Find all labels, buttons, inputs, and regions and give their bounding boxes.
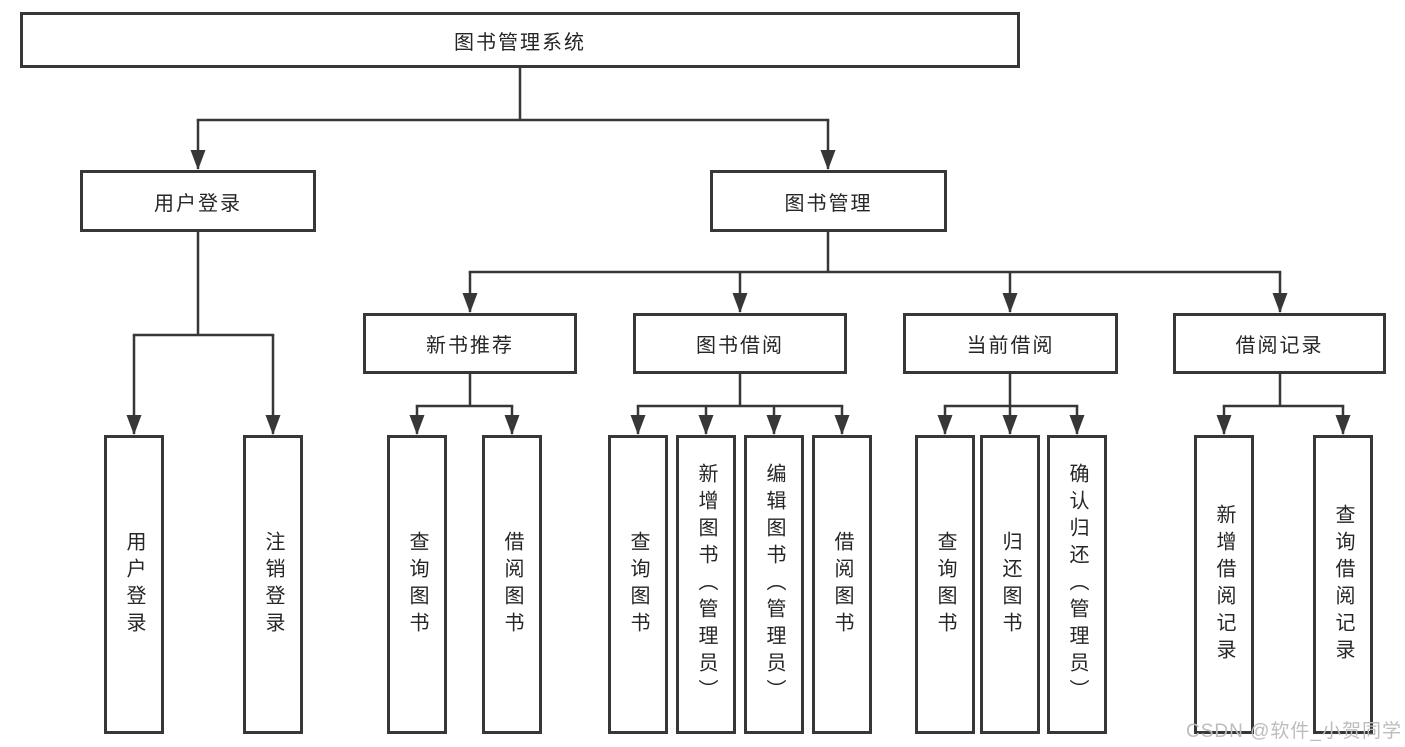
node-current-confirm-return: 确认归还（管理员） bbox=[1047, 435, 1107, 734]
node-label: 借阅记录 bbox=[1235, 335, 1324, 357]
node-borrow-edit-books: 编辑图书（管理员） bbox=[744, 435, 804, 734]
node-borrowing-records: 借阅记录 bbox=[1173, 313, 1386, 374]
node-label: 编辑图书（管理员） bbox=[763, 463, 785, 706]
node-book-management: 图书管理 bbox=[710, 170, 947, 232]
node-label: 借阅图书 bbox=[501, 530, 523, 639]
node-label: 查询借阅记录 bbox=[1332, 503, 1354, 666]
node-library-management-system: 图书管理系统 bbox=[20, 12, 1020, 68]
node-borrow-borrow-books: 借阅图书 bbox=[812, 435, 872, 734]
node-current-return-books: 归还图书 bbox=[980, 435, 1040, 734]
node-current-borrowing: 当前借阅 bbox=[903, 313, 1118, 374]
node-records-add-record: 新增借阅记录 bbox=[1194, 435, 1254, 734]
node-label: 用户登录 bbox=[123, 530, 145, 639]
node-records-query-record: 查询借阅记录 bbox=[1313, 435, 1373, 734]
node-borrow-query-books: 查询图书 bbox=[608, 435, 668, 734]
node-label: 归还图书 bbox=[999, 530, 1021, 639]
node-current-query-books: 查询图书 bbox=[915, 435, 975, 734]
node-label: 查询图书 bbox=[627, 530, 649, 639]
node-book-borrowing: 图书借阅 bbox=[633, 313, 847, 374]
node-label: 注销登录 bbox=[262, 530, 284, 639]
csdn-watermark: CSDN @软件_小贺同学 bbox=[1186, 721, 1402, 742]
node-logout: 注销登录 bbox=[243, 435, 303, 734]
node-label: 新增借阅记录 bbox=[1213, 503, 1235, 666]
node-user-login: 用户登录 bbox=[80, 170, 316, 232]
node-label: 借阅图书 bbox=[831, 530, 853, 639]
node-recommend-query-books: 查询图书 bbox=[387, 435, 447, 734]
node-label: 图书借阅 bbox=[696, 335, 784, 357]
node-label: 查询图书 bbox=[406, 530, 428, 639]
node-user-login-leaf: 用户登录 bbox=[104, 435, 164, 734]
node-borrow-add-books: 新增图书（管理员） bbox=[676, 435, 736, 734]
node-recommend-borrow-books: 借阅图书 bbox=[482, 435, 542, 734]
node-label: 新增图书（管理员） bbox=[695, 463, 717, 706]
node-new-book-recommendation: 新书推荐 bbox=[363, 313, 577, 374]
node-label: 新书推荐 bbox=[426, 335, 514, 357]
node-label: 查询图书 bbox=[934, 530, 956, 639]
node-label: 确认归还（管理员） bbox=[1066, 463, 1088, 706]
node-label: 当前借阅 bbox=[966, 335, 1055, 357]
node-label: 图书管理系统 bbox=[454, 31, 586, 54]
node-label: 用户登录 bbox=[154, 192, 242, 215]
node-label: 图书管理 bbox=[784, 192, 873, 215]
